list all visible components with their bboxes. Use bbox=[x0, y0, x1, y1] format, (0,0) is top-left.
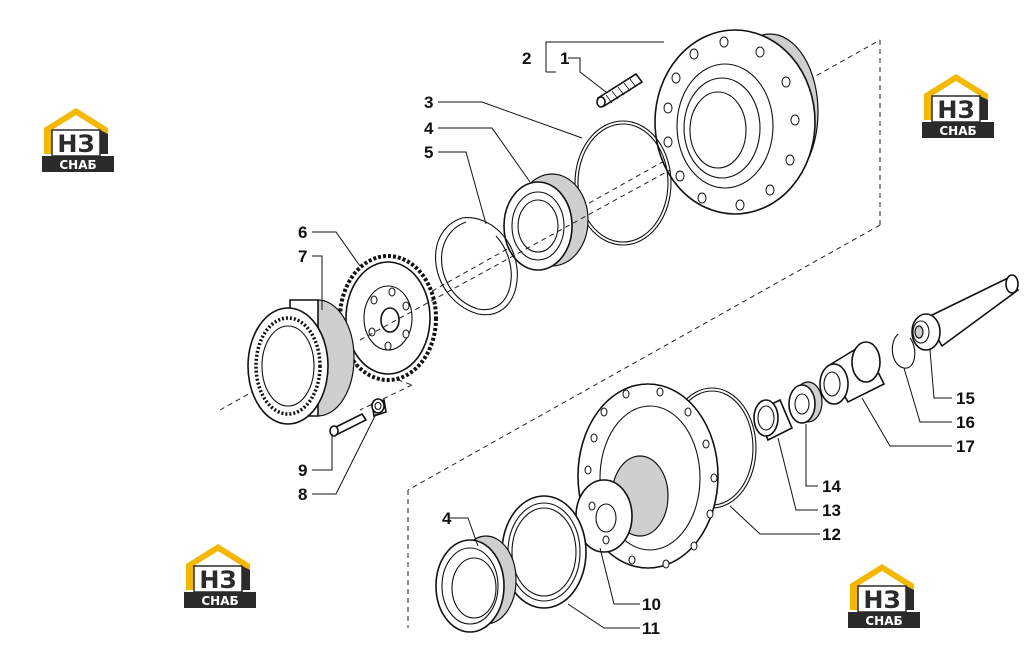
axis-lines bbox=[359, 169, 671, 341]
part-sleeve bbox=[819, 341, 886, 405]
part-nut bbox=[371, 398, 387, 418]
logo-caption: СНАБ bbox=[201, 594, 238, 608]
part-bushing bbox=[753, 398, 794, 442]
callout-4-lower: 4 bbox=[442, 509, 452, 528]
part-carrier-hub bbox=[575, 383, 719, 569]
logo-caption: СНАБ bbox=[939, 124, 976, 138]
callout-2: 2 bbox=[522, 49, 531, 68]
logo-mark: НЗ bbox=[199, 566, 236, 594]
part-bearing-lower bbox=[435, 535, 517, 633]
callout-11: 11 bbox=[642, 619, 660, 638]
part-bearing-upper bbox=[503, 173, 589, 271]
callout-3: 3 bbox=[424, 93, 433, 112]
part-ring-gear bbox=[247, 299, 355, 425]
callout-12: 12 bbox=[822, 525, 841, 544]
part-toothed-disc bbox=[338, 254, 438, 382]
part-stud bbox=[596, 72, 644, 108]
part-snap-ring bbox=[435, 217, 518, 316]
callout-6: 6 bbox=[298, 223, 307, 242]
part-o-ring-inner bbox=[577, 123, 669, 243]
callout-labels: 1 2 3 4 5 6 7 8 9 10 11 12 13 14 15 16 1… bbox=[298, 49, 975, 638]
logo-top-left: НЗ СНАБ bbox=[41, 107, 115, 173]
part-shaft bbox=[911, 274, 1020, 351]
part-circlip bbox=[891, 333, 916, 369]
callout-9: 9 bbox=[298, 461, 307, 480]
logo-caption: СНАБ bbox=[865, 614, 902, 628]
callout-17: 17 bbox=[956, 437, 975, 456]
leader-lines bbox=[312, 41, 952, 629]
callout-5: 5 bbox=[424, 143, 433, 162]
callout-13: 13 bbox=[822, 501, 841, 520]
logo-bottom-right: НЗ СНАБ bbox=[847, 563, 921, 629]
logo-top-right: НЗ СНАБ bbox=[921, 73, 995, 139]
part-o-ring bbox=[574, 120, 672, 246]
part-bolt bbox=[329, 412, 368, 437]
callout-15: 15 bbox=[956, 389, 975, 408]
callout-16: 16 bbox=[956, 413, 975, 432]
logo-bottom-left: НЗ СНАБ bbox=[183, 543, 257, 609]
callout-14: 14 bbox=[822, 477, 841, 496]
part-small-bearing bbox=[788, 381, 823, 424]
part-hub-housing bbox=[654, 29, 819, 215]
logo-mark: НЗ bbox=[57, 130, 94, 158]
callout-8: 8 bbox=[298, 485, 307, 504]
callout-4-upper: 4 bbox=[424, 119, 434, 138]
callout-1: 1 bbox=[560, 49, 569, 68]
logo-mark: НЗ bbox=[863, 586, 900, 614]
callout-10: 10 bbox=[642, 595, 661, 614]
logo-caption: СНАБ bbox=[59, 158, 96, 172]
callout-7: 7 bbox=[298, 247, 307, 266]
logo-mark: НЗ bbox=[937, 96, 974, 124]
